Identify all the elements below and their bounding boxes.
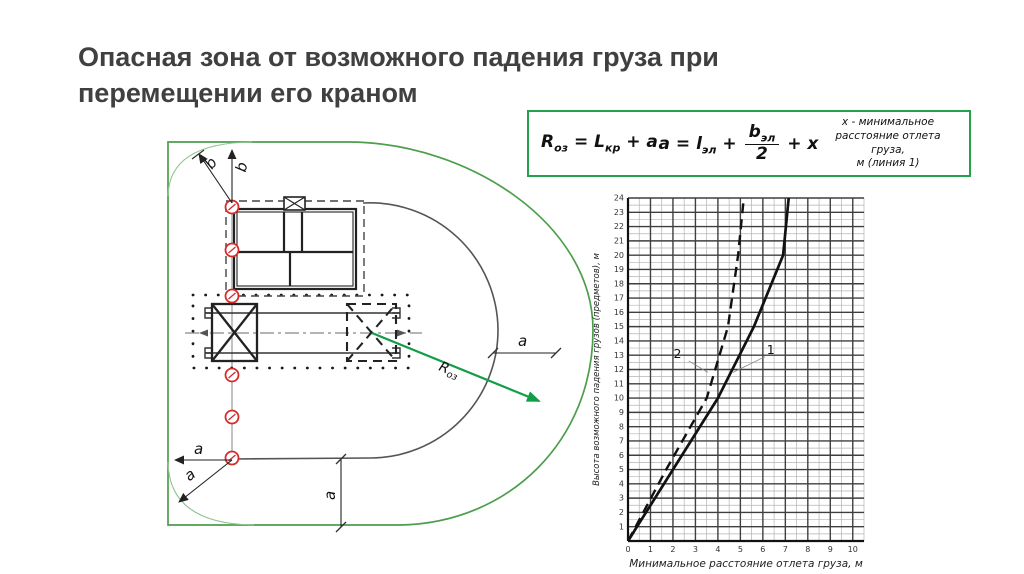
svg-text:2: 2 — [670, 545, 675, 554]
signal-marker-icon — [224, 409, 240, 425]
svg-text:13: 13 — [614, 351, 624, 360]
roz-radius-arrow: Rоз — [371, 331, 541, 403]
svg-text:5: 5 — [619, 465, 624, 474]
grid-major — [628, 197, 864, 541]
svg-text:24: 24 — [614, 194, 624, 203]
centerline-arrow-right — [397, 329, 406, 337]
svg-text:9: 9 — [828, 545, 833, 554]
svg-text:6: 6 — [619, 451, 624, 460]
corner-arc-top-left — [167, 141, 253, 197]
svg-text:2: 2 — [619, 508, 624, 517]
formula-roz: Rоз = Lкр + a — [541, 132, 658, 155]
dimension-a-horizontal: a — [487, 332, 562, 359]
svg-text:8: 8 — [805, 545, 810, 554]
svg-text:1: 1 — [648, 545, 653, 554]
svg-text:9: 9 — [619, 408, 624, 417]
series-line-2 — [626, 197, 745, 542]
signal-marker-icon — [224, 288, 240, 304]
annotation-leader — [688, 360, 708, 373]
svg-text:3: 3 — [619, 494, 624, 503]
fence-dotted-rect — [191, 293, 411, 370]
corner-arc-bottom-left — [167, 461, 255, 526]
svg-text:20: 20 — [614, 251, 624, 260]
dimension-label-a: a — [321, 491, 339, 500]
svg-text:15: 15 — [614, 322, 624, 331]
x-axis-title: Минимальное расстояние отлета груза, м — [629, 558, 863, 570]
svg-text:1: 1 — [619, 522, 624, 531]
series-line-1 — [626, 197, 791, 542]
axes — [626, 198, 864, 543]
dimension-a-arrows: a a — [174, 440, 233, 503]
svg-text:7: 7 — [619, 437, 624, 446]
outer-boundary-green — [167, 141, 594, 526]
svg-text:21: 21 — [614, 236, 624, 245]
crane-position-solid — [210, 302, 259, 363]
svg-text:8: 8 — [619, 422, 624, 431]
svg-text:17: 17 — [614, 294, 624, 303]
svg-text:23: 23 — [614, 208, 624, 217]
crane-position-dashed — [345, 302, 398, 363]
svg-text:5: 5 — [738, 545, 743, 554]
dimension-label-a: a — [181, 465, 199, 485]
svg-text:7: 7 — [783, 545, 788, 554]
svg-text:6: 6 — [760, 545, 765, 554]
svg-text:3: 3 — [693, 545, 698, 554]
series-label-1: 1 — [767, 342, 775, 357]
series-label-2: 2 — [673, 346, 681, 361]
building-plan — [225, 196, 365, 297]
inner-roz-boundary — [232, 202, 499, 460]
dimension-label-b: b — [232, 161, 252, 174]
svg-text:10: 10 — [614, 394, 624, 403]
building-dashed-outline — [225, 200, 365, 297]
red-signal-markers — [224, 199, 240, 466]
svg-text:11: 11 — [614, 379, 624, 388]
svg-text:22: 22 — [614, 222, 624, 231]
signal-marker-icon — [224, 450, 240, 466]
y-axis-title: Высота возможного падения грузов (предме… — [592, 253, 602, 486]
formula-note: х - минимальное расстояние отлета груза,… — [835, 116, 941, 170]
dimension-label-a: a — [194, 440, 203, 458]
svg-text:16: 16 — [614, 308, 624, 317]
svg-text:12: 12 — [614, 365, 624, 374]
dimension-label-a: a — [518, 332, 527, 350]
svg-text:0: 0 — [625, 545, 630, 554]
centerline-arrow-left — [199, 329, 208, 337]
svg-text:4: 4 — [715, 545, 720, 554]
crane-symbol-icon — [283, 196, 306, 211]
svg-text:19: 19 — [614, 265, 624, 274]
dimension-a-vertical: a — [321, 453, 347, 533]
dimension-b-arrows: b b — [191, 149, 252, 204]
svg-text:4: 4 — [619, 479, 624, 488]
dimension-label-b: b — [201, 154, 221, 173]
svg-text:10: 10 — [848, 545, 858, 554]
site-plan-diagram: b b a a a a Rоз — [167, 141, 594, 533]
svg-text:14: 14 — [614, 337, 624, 346]
annotation-leader — [732, 356, 766, 373]
crane-rails — [204, 307, 401, 359]
page-title: Опасная зона от возможного падения груза… — [78, 42, 719, 108]
svg-text:18: 18 — [614, 279, 624, 288]
signal-marker-icon — [224, 242, 240, 258]
roz-label: Rоз — [436, 359, 462, 383]
signal-marker-icon — [224, 367, 240, 383]
